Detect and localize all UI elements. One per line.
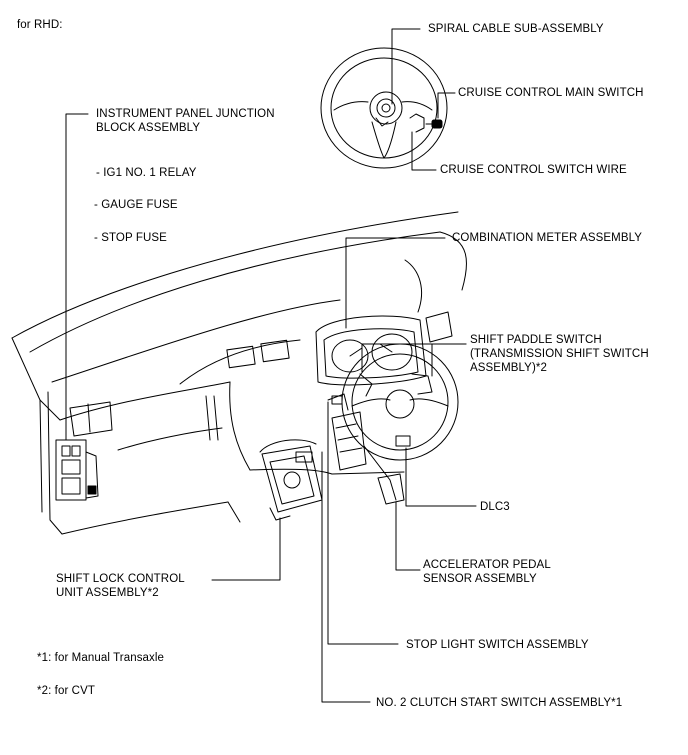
shift-lock-unit [259, 439, 323, 521]
pedal-assembly [327, 393, 411, 505]
combination-meter [315, 315, 427, 386]
dashboard-outline [11, 211, 467, 535]
label-paddle-3: ASSEMBLY)*2 [470, 362, 547, 374]
steering-wheel-bottom [341, 343, 459, 461]
label-clutch-switch: NO. 2 CLUTCH START SWITCH ASSEMBLY*1 [376, 697, 623, 709]
label-combination-meter: COMBINATION METER ASSEMBLY [452, 232, 643, 244]
label-cruise-main-switch: CRUISE CONTROL MAIN SWITCH [458, 87, 644, 99]
label-junction-block-2: BLOCK ASSEMBLY [96, 122, 201, 134]
label-paddle-2: (TRANSMISSION SHIFT SWITCH [470, 348, 649, 360]
steering-wheel-top [320, 47, 448, 169]
label-stop-light-switch: STOP LIGHT SWITCH ASSEMBLY [406, 639, 589, 651]
label-shift-lock-1: SHIFT LOCK CONTROL [56, 573, 185, 585]
label-accel-2: SENSOR ASSEMBLY [423, 573, 537, 585]
label-gauge-fuse: - GAUGE FUSE [94, 199, 178, 211]
label-shift-lock-2: UNIT ASSEMBLY*2 [56, 587, 159, 599]
junction-block [55, 439, 99, 501]
footnote-2: *2: for CVT [37, 685, 95, 697]
footnote-1: *1: for Manual Transaxle [37, 652, 165, 664]
label-spiral-cable: SPIRAL CABLE SUB-ASSEMBLY [428, 23, 604, 35]
label-paddle-1: SHIFT PADDLE SWITCH [470, 334, 602, 346]
label-accel-1: ACCELERATOR PEDAL [423, 559, 551, 571]
label-ig1-relay: - IG1 NO. 1 RELAY [96, 167, 197, 179]
label-dlc3: DLC3 [480, 501, 510, 513]
variant-label: for RHD: [17, 19, 63, 31]
label-junction-block-1: INSTRUMENT PANEL JUNCTION [96, 108, 275, 120]
label-stop-fuse: - STOP FUSE [94, 232, 167, 244]
label-cruise-switch-wire: CRUISE CONTROL SWITCH WIRE [440, 164, 627, 176]
